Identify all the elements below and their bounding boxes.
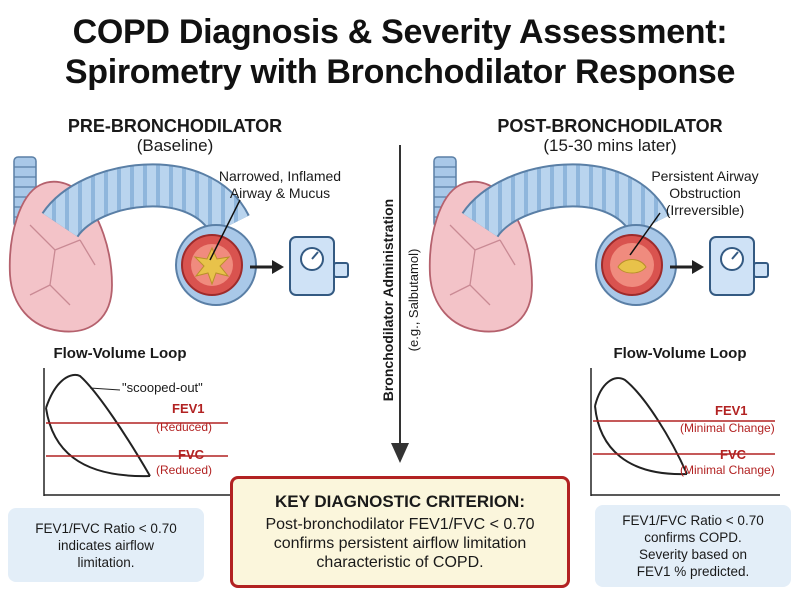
post-callout: Persistent Airway Obstruction (Irreversi… bbox=[630, 168, 780, 219]
post-airway-illustration bbox=[428, 156, 769, 333]
pre-fvc-label: FVC bbox=[178, 447, 204, 462]
scoop-label: "scooped-out" bbox=[122, 380, 203, 395]
title-line-1: COPD Diagnosis & Severity Assessment: bbox=[72, 13, 728, 51]
post-note-line-1: FEV1/FVC Ratio < 0.70 bbox=[622, 513, 764, 528]
pre-loop-expiratory-curve bbox=[45, 373, 151, 477]
title-line-2: Spirometry with Bronchodilator Response bbox=[64, 53, 736, 91]
arrow-down-icon bbox=[391, 145, 409, 463]
pre-note-line-2: indicates airflow bbox=[57, 537, 155, 553]
pre-note-line-3: limitation. bbox=[77, 554, 135, 570]
post-loop-expiratory-curve bbox=[594, 377, 688, 475]
admin-example-label: (e.g., Salbutamol) bbox=[406, 248, 421, 352]
key-criterion-line-1: Post-bronchodilator FEV1/FVC < 0.70 bbox=[265, 516, 535, 533]
admin-arrow bbox=[391, 145, 409, 463]
arrow-right-icon bbox=[670, 260, 704, 274]
post-loop-inspiratory-curve bbox=[594, 405, 688, 476]
pre-fev1-label: FEV1 bbox=[172, 401, 205, 416]
post-note-line-3: Severity based on bbox=[638, 547, 748, 562]
post-note-line-4: FEV1 % predicted. bbox=[636, 564, 750, 579]
post-fvc-label: FVC bbox=[720, 447, 746, 462]
pre-fev1-note: (Reduced) bbox=[156, 420, 213, 434]
pre-heading: PRE-BRONCHODILATOR bbox=[67, 116, 283, 136]
post-fev1-note: (Minimal Change) bbox=[680, 421, 775, 435]
post-loop-title: Flow-Volume Loop bbox=[613, 345, 747, 362]
pre-fvc-note: (Reduced) bbox=[156, 463, 213, 477]
post-callout-line-2: Obstruction bbox=[669, 185, 741, 201]
post-callout-line-3: (Irreversible) bbox=[665, 202, 745, 218]
pre-callout: Narrowed, Inflamed Airway & Mucus bbox=[205, 168, 355, 202]
key-criterion-line-2: confirms persistent airflow limitation bbox=[273, 535, 527, 552]
spirometer-icon bbox=[289, 236, 349, 296]
key-criterion-line-3: characteristic of COPD. bbox=[316, 554, 484, 571]
scoop-pointer bbox=[89, 387, 121, 391]
post-subheading: (15-30 mins later) bbox=[543, 136, 677, 155]
airway-cross-section-icon bbox=[175, 224, 257, 306]
admin-label: Bronchodilator Administration bbox=[380, 198, 396, 402]
post-fvc-note: (Minimal Change) bbox=[680, 463, 775, 477]
post-flow-volume-loop bbox=[590, 368, 780, 496]
post-callout-line-1: Persistent Airway bbox=[651, 168, 759, 184]
post-note-line-2: confirms COPD. bbox=[644, 530, 742, 545]
post-fev1-label: FEV1 bbox=[715, 403, 748, 418]
pre-loop-inspiratory-curve bbox=[45, 407, 151, 478]
pre-callout-line-2: Airway & Mucus bbox=[229, 185, 331, 201]
pre-callout-line-1: Narrowed, Inflamed bbox=[218, 168, 342, 184]
pre-airway-illustration bbox=[8, 156, 349, 333]
pre-note-box: FEV1/FVC Ratio < 0.70 indicates airflow … bbox=[8, 508, 204, 582]
key-criterion-box: KEY DIAGNOSTIC CRITERION: Post-bronchodi… bbox=[230, 476, 570, 588]
pre-flow-volume-loop bbox=[43, 368, 233, 496]
spirometer-icon bbox=[709, 236, 769, 296]
arrow-right-icon bbox=[250, 260, 284, 274]
post-note-box: FEV1/FVC Ratio < 0.70 confirms COPD. Sev… bbox=[595, 505, 791, 587]
pre-loop-title: Flow-Volume Loop bbox=[53, 345, 187, 362]
key-criterion-title: KEY DIAGNOSTIC CRITERION: bbox=[275, 492, 525, 511]
pre-note-line-1: FEV1/FVC Ratio < 0.70 bbox=[35, 520, 177, 536]
airway-cross-section-icon bbox=[595, 224, 677, 306]
pre-subheading: (Baseline) bbox=[136, 136, 214, 155]
post-heading: POST-BRONCHODILATOR bbox=[497, 116, 723, 136]
